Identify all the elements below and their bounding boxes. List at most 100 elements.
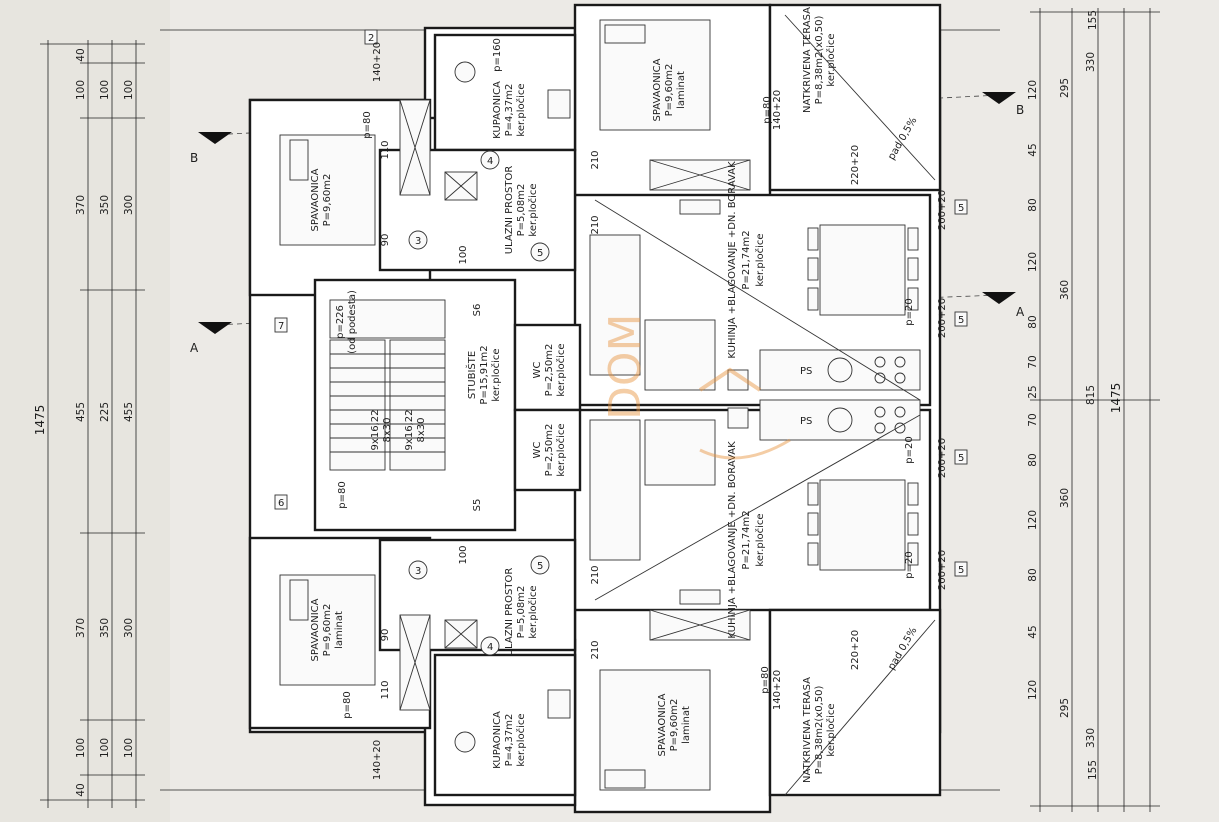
svg-text:8x30: 8x30	[416, 417, 427, 442]
svg-text:P=8,38m2(x0,50): P=8,38m2(x0,50)	[814, 686, 825, 775]
svg-text:45: 45	[1027, 625, 1039, 638]
svg-text:5: 5	[537, 561, 543, 572]
svg-text:SPAVAONICA: SPAVAONICA	[657, 693, 668, 756]
section-mark-a-left: A	[190, 341, 199, 355]
svg-text:70: 70	[1027, 355, 1039, 368]
svg-text:ker.pločice: ker.pločice	[490, 348, 502, 401]
section-mark-b-right: B	[1016, 103, 1024, 117]
svg-text:p=20: p=20	[904, 298, 915, 325]
svg-text:100: 100	[123, 80, 135, 100]
svg-text:300: 300	[123, 195, 135, 215]
svg-text:110: 110	[380, 680, 391, 699]
svg-text:220+20: 220+20	[850, 145, 861, 185]
svg-text:815: 815	[1085, 385, 1097, 405]
svg-text:40: 40	[75, 783, 87, 796]
svg-text:4: 4	[487, 156, 493, 167]
room-bedroom-3: SPAVAONICA P=9,60m2 laminat	[310, 598, 345, 661]
svg-text:p=80: p=80	[337, 481, 348, 508]
svg-text:120: 120	[1027, 510, 1039, 530]
room-entry-2: ULAZNI PROSTOR P=5,08m2 ker.pločice	[504, 568, 539, 657]
stair-notes: 9x16,22 8x30 9x16,22 8x30 p=226 (od pode…	[335, 290, 427, 450]
svg-text:5: 5	[958, 315, 964, 326]
svg-text:25: 25	[1027, 385, 1039, 398]
svg-text:p=226: p=226	[335, 305, 346, 339]
right-dimension-chains: 120 45 80 120 80 70 25 70 80 120 80 45 1…	[1027, 8, 1160, 812]
section-mark-a-right: A	[1016, 305, 1025, 319]
room-bedroom-1: SPAVAONICA P=9,60m2	[310, 168, 333, 231]
svg-text:80: 80	[1027, 198, 1039, 211]
svg-text:6: 6	[278, 498, 284, 509]
svg-text:100: 100	[99, 738, 111, 758]
window-tags: 2 5 5 5 5 7 6 3 5 4 3 5 4	[274, 29, 968, 656]
svg-text:KUHINJA +BLAGOVANJE +DN. BORAV: KUHINJA +BLAGOVANJE +DN. BORAVAK	[727, 441, 738, 639]
svg-text:ker.pločice: ker.pločice	[825, 703, 837, 756]
watermark-logo: DOM	[600, 314, 791, 460]
svg-text:9x16,22: 9x16,22	[370, 410, 381, 451]
svg-text:455: 455	[123, 402, 135, 422]
room-kitchen-2: KUHINJA +BLAGOVANJE +DN. BORAVAK P=21,74…	[727, 441, 766, 639]
room-bathroom-2: KUPAONICA P=4,37m2 ker.pločice	[492, 711, 527, 769]
svg-text:p=160: p=160	[492, 38, 503, 72]
svg-text:3: 3	[415, 566, 421, 577]
svg-text:P=9,60m2: P=9,60m2	[669, 699, 680, 752]
svg-text:(od podesta): (od podesta)	[347, 290, 358, 354]
svg-text:140+20: 140+20	[372, 740, 383, 780]
svg-text:ULAZNI PROSTOR: ULAZNI PROSTOR	[504, 568, 515, 657]
svg-text:100: 100	[458, 245, 469, 264]
svg-text:80: 80	[1027, 453, 1039, 466]
svg-text:ker.pločice: ker.pločice	[527, 183, 539, 236]
left-dimension-chains: 1475 40 100 370 455 370 100 40 100 350 2…	[33, 40, 145, 808]
svg-text:5: 5	[958, 453, 964, 464]
furniture-and-fixtures: PS PS	[279, 14, 936, 796]
svg-text:210: 210	[590, 565, 601, 584]
svg-text:ULAZNI PROSTOR: ULAZNI PROSTOR	[504, 166, 515, 255]
svg-text:SPAVAONICA: SPAVAONICA	[310, 168, 321, 231]
room-stairwell: STUBIŠTE P=15,91m2 ker.pločice	[465, 345, 502, 404]
ps-label-1: PS	[800, 366, 812, 377]
svg-text:p=80: p=80	[342, 691, 353, 718]
svg-text:3: 3	[415, 236, 421, 247]
svg-text:100: 100	[99, 80, 111, 100]
ps-label-2: PS	[800, 416, 812, 427]
svg-text:295: 295	[1059, 698, 1071, 718]
svg-text:9x16,22: 9x16,22	[404, 410, 415, 451]
svg-text:225: 225	[99, 402, 111, 422]
svg-text:KUPAONICA: KUPAONICA	[492, 81, 503, 139]
svg-text:45: 45	[1027, 143, 1039, 156]
svg-text:ker.pločice: ker.pločice	[754, 513, 766, 566]
svg-text:110: 110	[380, 140, 391, 159]
room-wc-2: WC P=2,50m2 ker.pločice	[532, 423, 567, 476]
svg-text:210: 210	[590, 150, 601, 169]
svg-text:P=9,60m2: P=9,60m2	[664, 64, 675, 117]
svg-text:90: 90	[380, 234, 391, 247]
svg-text:p=20: p=20	[904, 551, 915, 578]
svg-text:ker.pločice: ker.pločice	[555, 343, 567, 396]
svg-text:KUPAONICA: KUPAONICA	[492, 711, 503, 769]
svg-text:90: 90	[380, 629, 391, 642]
svg-text:120: 120	[1027, 80, 1039, 100]
svg-text:P=2,50m2: P=2,50m2	[544, 424, 555, 477]
svg-text:5: 5	[958, 565, 964, 576]
svg-text:ker.pločice: ker.pločice	[825, 33, 837, 86]
svg-text:p=80: p=80	[760, 666, 771, 693]
svg-text:P=9,60m2: P=9,60m2	[322, 174, 333, 227]
svg-text:200+20: 200+20	[937, 550, 948, 590]
room-kitchen-1: KUHINJA +BLAGOVANJE +DN. BORAVAK P=21,74…	[727, 161, 766, 359]
svg-text:8x30: 8x30	[382, 417, 393, 442]
svg-text:220+20: 220+20	[850, 630, 861, 670]
svg-text:P=4,37m2: P=4,37m2	[504, 84, 515, 137]
svg-text:ker.pločice: ker.pločice	[515, 83, 527, 136]
svg-text:455: 455	[75, 402, 87, 422]
svg-text:7: 7	[278, 321, 284, 332]
svg-text:P=4,37m2: P=4,37m2	[504, 714, 515, 767]
svg-text:370: 370	[75, 618, 87, 638]
svg-text:P=9,60m2: P=9,60m2	[322, 604, 333, 657]
svg-text:100: 100	[75, 80, 87, 100]
svg-text:210: 210	[590, 215, 601, 234]
svg-text:200+20: 200+20	[937, 298, 948, 338]
svg-text:100: 100	[123, 738, 135, 758]
svg-text:350: 350	[99, 195, 111, 215]
svg-text:200+20: 200+20	[937, 438, 948, 478]
svg-text:P=5,08m2: P=5,08m2	[516, 586, 527, 639]
